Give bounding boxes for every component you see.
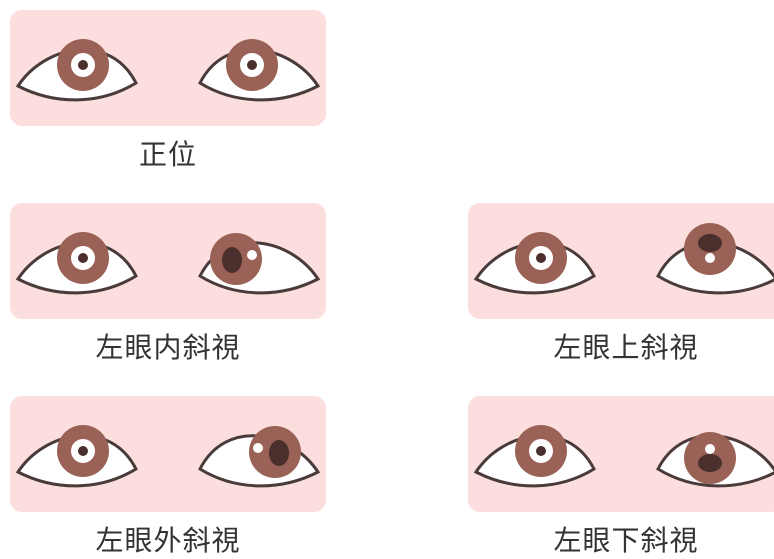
- panel-label-hypotropia: 左眼下斜視: [553, 524, 699, 557]
- eye-panel-exotropia: [10, 396, 326, 512]
- panel-label-orthophoria: 正位: [138, 138, 197, 171]
- eye-panel-hypotropia: [468, 396, 774, 512]
- panel-label-esotropia: 左眼内斜視: [95, 331, 241, 364]
- panel-label-hypertropia: 左眼上斜視: [553, 331, 699, 364]
- eye-panel-hypertropia: [468, 203, 774, 319]
- eye-panel-orthophoria: [10, 10, 326, 126]
- panel-label-exotropia: 左眼外斜視: [95, 524, 241, 557]
- eye-panel-esotropia: [10, 203, 326, 319]
